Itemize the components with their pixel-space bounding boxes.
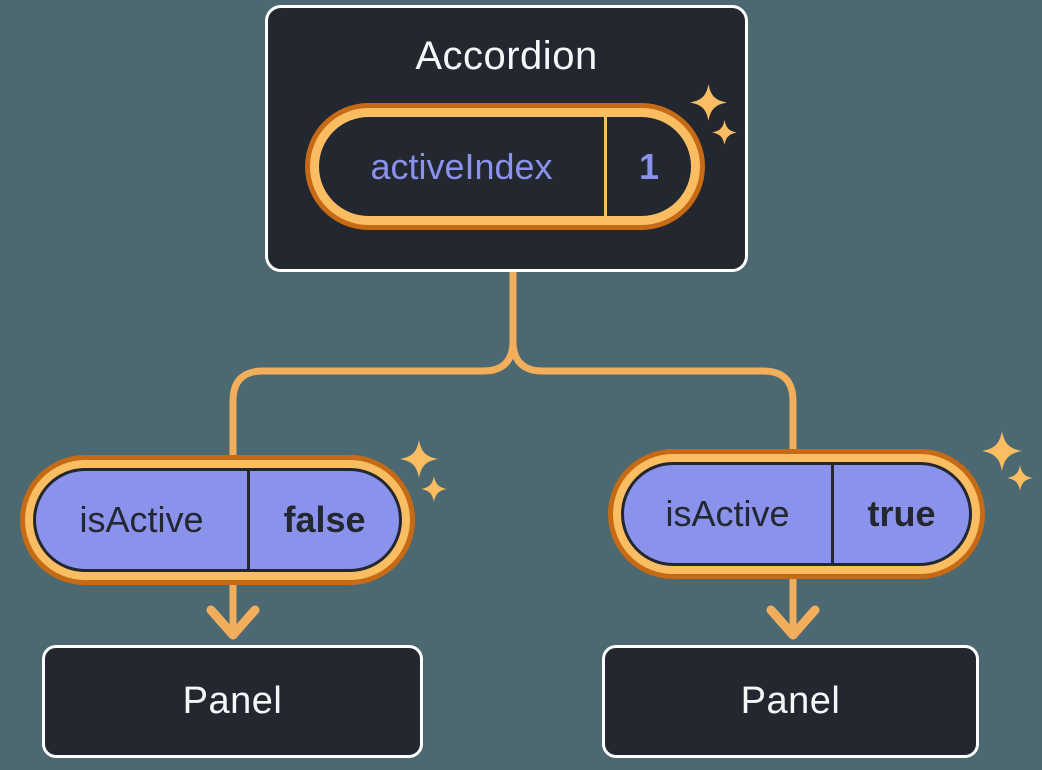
accordion-node-title: Accordion [415, 34, 598, 78]
sparkle-icon [1007, 465, 1033, 491]
prop-value-label: false [283, 499, 366, 540]
panel-node-title: Panel [182, 680, 283, 722]
accordion-node: Accordion activeIndex 1 [265, 5, 748, 272]
sparkle-icon [712, 120, 737, 145]
connector-branch-left [229, 340, 517, 632]
state-value-label: 1 [638, 145, 660, 187]
state-pill: activeIndex 1 [305, 103, 705, 230]
prop-pill-body: isActive false [33, 468, 402, 572]
prop-pill-ring: isActive true [613, 454, 980, 574]
prop-pill-divider [247, 471, 250, 569]
prop-value-label: true [867, 493, 936, 534]
prop-pill-right: isActive true [608, 449, 985, 579]
sparkle-icon [400, 440, 438, 478]
state-name-label: activeIndex [370, 145, 553, 187]
prop-name-label: isActive [665, 493, 790, 534]
prop-pill-ring: isActive false [25, 460, 410, 580]
state-pill-divider [604, 117, 607, 216]
panel-node-left: Panel [42, 645, 423, 758]
state-pill-ring: activeIndex 1 [310, 108, 700, 225]
prop-pill-left: isActive false [20, 455, 415, 585]
prop-pill-body: isActive true [621, 462, 972, 566]
state-pill-body: activeIndex 1 [319, 117, 691, 216]
arrow-down-icon [206, 605, 260, 640]
sparkle-icon [421, 476, 447, 502]
prop-pill-divider [831, 465, 834, 563]
panel-node-right: Panel [602, 645, 979, 758]
sparkle-icon [982, 431, 1022, 471]
prop-name-label: isActive [79, 499, 204, 540]
sparkle-icon [690, 84, 727, 121]
connector-branch-right [509, 340, 797, 632]
panel-node-title: Panel [740, 680, 841, 722]
arrow-down-icon [766, 605, 820, 640]
